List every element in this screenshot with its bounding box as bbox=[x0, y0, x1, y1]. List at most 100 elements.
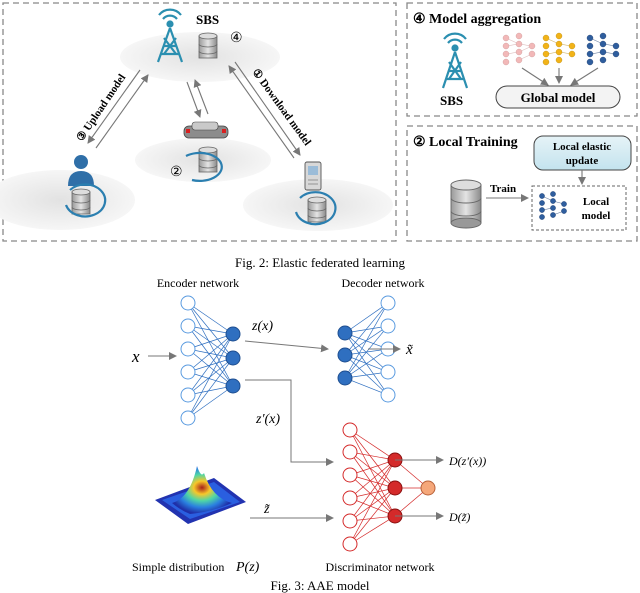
encoder-edge bbox=[187, 348, 234, 359]
decoder-node bbox=[380, 364, 396, 380]
local-elastic-update-line1: Local elastic bbox=[553, 141, 611, 153]
input-x-label: x bbox=[131, 347, 140, 366]
encoder-edge bbox=[187, 357, 234, 419]
encoder-edge bbox=[187, 385, 234, 419]
global-model-box bbox=[495, 85, 621, 109]
discriminator-edge bbox=[349, 487, 396, 499]
encoder-edge bbox=[187, 348, 234, 387]
discriminator-node bbox=[342, 490, 358, 506]
encoder-edge bbox=[187, 385, 234, 396]
encoder-edge bbox=[187, 325, 234, 359]
encoder-node bbox=[180, 364, 196, 380]
decoder-edge bbox=[344, 325, 389, 379]
encoder-edge bbox=[187, 333, 234, 419]
aggregation-sbs-label: SBS bbox=[440, 93, 463, 108]
model-aggregation-panel: ④ Model aggregation SBS bbox=[406, 2, 638, 117]
encoder-edge bbox=[187, 325, 234, 387]
link-arrows bbox=[87, 61, 301, 159]
step-4-mark: ④ bbox=[230, 31, 243, 46]
discriminator-edge bbox=[349, 459, 396, 545]
encoder-node bbox=[180, 341, 196, 357]
sbs-tower-icon bbox=[156, 8, 184, 63]
encoder-edge bbox=[187, 333, 234, 350]
fig2-caption: Fig. 2: Elastic federated learning bbox=[235, 255, 406, 270]
discriminator-edge bbox=[349, 451, 396, 517]
discriminator-edge bbox=[349, 429, 396, 517]
pink-network-icon bbox=[502, 32, 536, 66]
simple-distribution-label: Simple distribution bbox=[132, 560, 224, 574]
discriminator-edge bbox=[349, 474, 396, 489]
z-prime-arrow bbox=[245, 379, 334, 466]
discriminator-edge bbox=[349, 459, 396, 499]
discriminator-node bbox=[342, 536, 358, 552]
fig2-left-panel: SBS ④ ① Download model ③ Upload model ② bbox=[0, 2, 397, 242]
discriminator-node bbox=[387, 480, 403, 496]
z-tilde-label: z̃ bbox=[263, 502, 270, 517]
discriminator-node bbox=[342, 513, 358, 529]
discriminator-node bbox=[342, 444, 358, 460]
model-aggregation-title: ④ Model aggregation bbox=[413, 12, 541, 27]
output-x-tilde-label: x̃ bbox=[405, 342, 413, 358]
discriminator-node bbox=[342, 422, 358, 438]
encoder-edge bbox=[187, 325, 234, 335]
decoder-edge bbox=[344, 302, 389, 356]
gaussian-distribution-image bbox=[155, 466, 246, 524]
encoder-edge bbox=[187, 333, 234, 373]
discriminator-edge bbox=[349, 451, 396, 489]
user-area bbox=[0, 170, 135, 230]
decoder-node bbox=[380, 387, 396, 403]
decoder-edge bbox=[344, 348, 389, 379]
train-label: Train bbox=[490, 183, 516, 195]
discriminator-edge bbox=[349, 459, 396, 522]
blue-network-icon bbox=[586, 32, 620, 66]
discriminator-node bbox=[342, 467, 358, 483]
encoder-node bbox=[225, 350, 241, 366]
discriminator-edge bbox=[349, 515, 396, 522]
discriminator-edge bbox=[349, 459, 396, 476]
local-model-line1: Local bbox=[583, 196, 609, 208]
local-model-network-icon bbox=[539, 191, 567, 220]
local-model-box bbox=[531, 185, 627, 231]
vehicle-icon bbox=[183, 121, 229, 139]
aggregation-sbs-tower-icon bbox=[441, 32, 469, 89]
discriminator-edge bbox=[349, 451, 396, 461]
z-of-x-label: z(x) bbox=[251, 319, 273, 334]
discriminator-edge bbox=[349, 487, 396, 522]
discriminator-network bbox=[342, 422, 436, 552]
local-training-title: ② Local Training bbox=[413, 135, 518, 150]
encoder-node bbox=[180, 295, 196, 311]
user-database-icon bbox=[71, 188, 91, 215]
step-2-mark: ② bbox=[170, 165, 183, 180]
decoder-network-label: Decoder network bbox=[342, 276, 425, 290]
discriminator-network-label: Discriminator network bbox=[326, 560, 435, 574]
decoder-node bbox=[337, 370, 353, 386]
encoder-edge bbox=[187, 302, 234, 359]
decoder-node bbox=[337, 347, 353, 363]
discriminator-edge bbox=[349, 515, 396, 545]
yellow-network-icon bbox=[542, 32, 576, 66]
training-database-icon bbox=[450, 179, 482, 229]
discriminator-edge bbox=[349, 429, 396, 489]
sbs-label: SBS bbox=[196, 12, 219, 27]
encoder-edge bbox=[187, 302, 234, 387]
fig3-caption: Fig. 3: AAE model bbox=[271, 578, 370, 593]
decoder-node bbox=[380, 318, 396, 334]
decoder-node bbox=[380, 295, 396, 311]
user-cycle-icon bbox=[64, 183, 107, 218]
encoder-node bbox=[225, 378, 241, 394]
discriminator-edge bbox=[349, 429, 396, 461]
encoder-node bbox=[180, 387, 196, 403]
phone-icon bbox=[304, 161, 322, 191]
download-model-label: ① Download model bbox=[250, 67, 314, 148]
decoder-edge bbox=[344, 377, 389, 396]
phone-database-icon bbox=[307, 196, 327, 223]
local-model-line2: model bbox=[582, 210, 611, 222]
decoder-node bbox=[337, 325, 353, 341]
decoder-edge bbox=[344, 302, 389, 334]
encoder-edge bbox=[187, 302, 234, 335]
aggregation-arrows bbox=[521, 67, 599, 86]
upload-model-label: ③ Upload model bbox=[75, 72, 129, 144]
d-real-label: D(z′(x)) bbox=[448, 454, 486, 468]
phone-cycle-icon bbox=[294, 191, 337, 226]
encoder-node bbox=[180, 410, 196, 426]
